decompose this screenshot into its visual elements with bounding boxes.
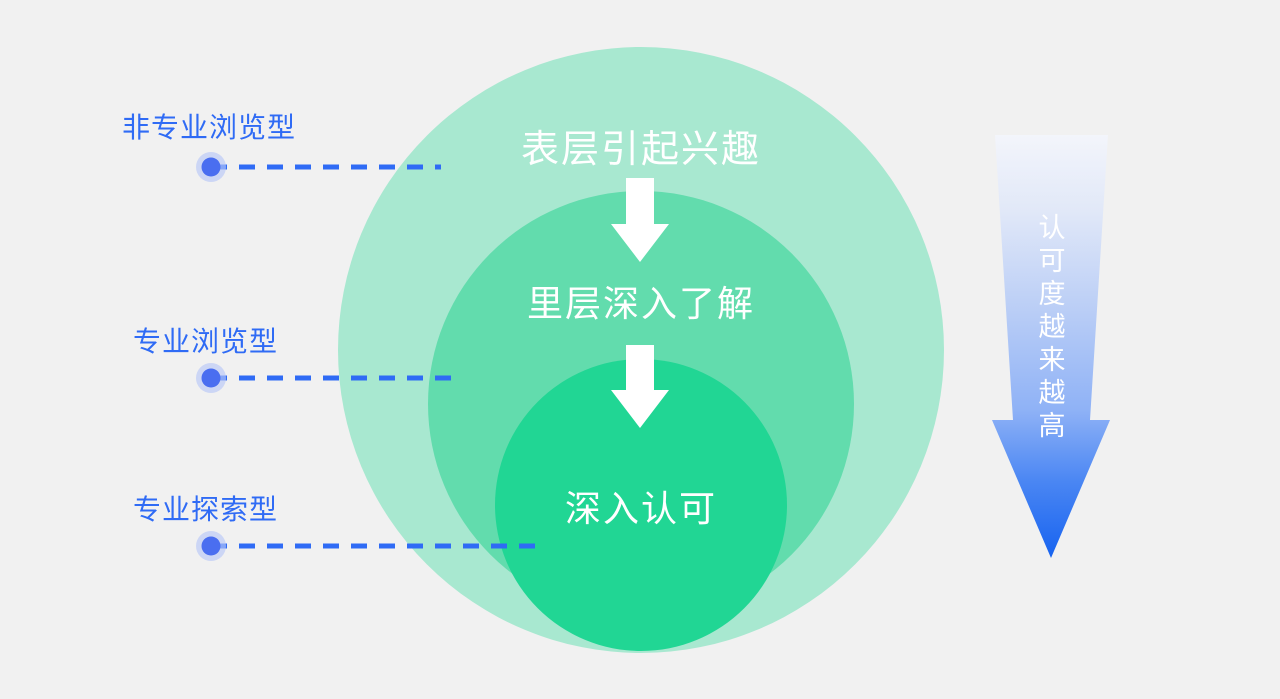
outer-circle-caption: 表层引起兴趣: [520, 129, 762, 171]
connector-marker-1: [196, 152, 226, 182]
inner-circle: [495, 359, 787, 651]
connector-marker-3: [196, 531, 226, 561]
segment-label-professional-explorer: 专业探索型: [133, 495, 279, 526]
connector-marker-2: [196, 363, 226, 393]
flow-arrow-middle-to-inner: [611, 345, 669, 428]
segment-label-professional-browser: 专业浏览型: [133, 327, 279, 358]
segment-label-non-professional-browser: 非专业浏览型: [122, 113, 297, 144]
flow-arrow-outer-to-middle: [611, 178, 669, 262]
inner-circle-caption: 深入认可: [564, 489, 718, 529]
recognition-gradient-arrow: [992, 135, 1110, 558]
gradient-arrow-caption: 认可度越来越高: [1038, 213, 1066, 441]
middle-circle-caption: 里层深入了解: [526, 284, 756, 324]
